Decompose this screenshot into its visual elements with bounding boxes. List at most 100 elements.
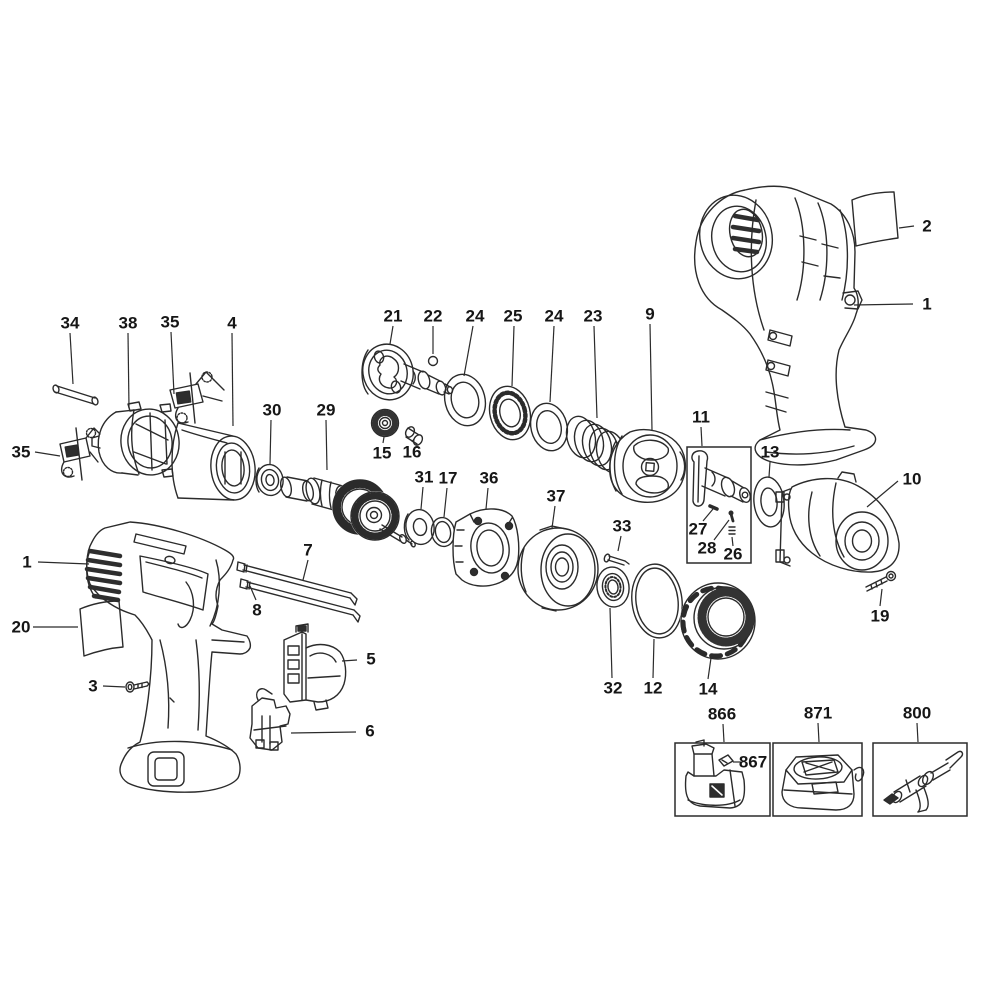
part-callout-37-21: 37 (547, 487, 566, 506)
part-callout-11-23: 11 (692, 408, 710, 427)
part-4-motor-can (171, 422, 256, 501)
part-callout-21-9: 21 (384, 307, 403, 326)
part-callout-5-35: 5 (366, 650, 375, 669)
part-callout-22-10: 22 (424, 307, 443, 326)
part-800-bit-holder (883, 750, 964, 813)
part-37-gear-case (517, 525, 599, 612)
leader-line-19-29 (879, 588, 883, 607)
part-callout-13-24: 13 (761, 443, 780, 462)
part-callout-31-18: 31 (415, 468, 434, 487)
leader-line-4-5 (231, 332, 234, 427)
part-callout-30-7: 30 (263, 401, 282, 420)
part-callout-9-15: 9 (645, 305, 654, 324)
leader-line-33-22 (617, 535, 622, 552)
leader-line-1-1 (853, 303, 914, 306)
part-7-rods (242, 564, 361, 623)
leader-line-30-7 (269, 419, 272, 465)
leader-line-31-18 (420, 486, 424, 510)
part-15-pinion-gear (370, 408, 400, 438)
leader-line-21-9 (389, 325, 394, 345)
leader-line-14-39 (707, 657, 712, 680)
part-32-bearing (596, 566, 630, 608)
leader-line-16-17 (411, 438, 415, 443)
part-callout-23-14: 23 (584, 307, 603, 326)
leader-line-24-13 (549, 325, 555, 403)
part-871-charger (781, 754, 865, 811)
part-callout-32-37: 32 (604, 679, 623, 698)
leader-line-5-35 (341, 659, 358, 662)
part-callout-28-27: 28 (698, 539, 717, 558)
kit-box-871 (772, 742, 863, 817)
part-12-o-ring (631, 563, 683, 639)
part-callout-36-20: 36 (480, 469, 499, 488)
detail-box-11 (686, 446, 752, 564)
leader-line-35-4 (170, 331, 175, 395)
part-1-rear-housing-drawing (693, 185, 877, 466)
part-callout-7-33: 7 (303, 541, 312, 560)
part-19-screw (865, 570, 897, 592)
leader-line-871-41 (817, 722, 820, 743)
leader-line-37-21 (551, 505, 556, 529)
part-callout-35-4: 35 (161, 313, 180, 332)
leader-line-25-12 (511, 325, 515, 387)
part-callout-14-39: 14 (699, 680, 718, 699)
part-callout-3-32: 3 (88, 677, 97, 696)
part-22-ball (427, 355, 439, 367)
leader-line-800-42 (916, 722, 919, 743)
leader-line-11-23 (700, 426, 703, 447)
part-callout-15-16: 15 (373, 444, 392, 463)
leader-line-9-15 (649, 323, 653, 431)
part-callout-25-12: 25 (504, 307, 523, 326)
part-16-pin (404, 426, 424, 446)
part-2-label-sticker (851, 191, 899, 247)
part-24-washer-rear (529, 402, 569, 452)
part-21-spindle (361, 343, 454, 401)
leader-line-26-28 (731, 536, 734, 547)
leader-line-13-24 (768, 461, 771, 478)
leader-line-6-36 (290, 731, 357, 734)
part-callout-871-41: 871 (804, 704, 832, 723)
leader-line-3-32 (102, 685, 126, 688)
part-867-clip (718, 754, 734, 767)
part-callout-24-13: 24 (545, 307, 564, 326)
part-14-ring-gear (680, 582, 756, 660)
leader-line-27-26 (702, 508, 714, 522)
part-callout-29-8: 29 (317, 401, 336, 420)
leader-line-2-0 (898, 225, 915, 229)
part-callout-27-26: 27 (689, 520, 708, 539)
frame-boxes (674, 446, 968, 817)
part-callout-867-43: 867 (739, 753, 767, 772)
leader-line-36-20 (485, 487, 489, 510)
part-callout-17-19: 17 (439, 469, 458, 488)
part-callout-16-17: 16 (403, 443, 422, 462)
part-callout-6-36: 6 (365, 722, 374, 741)
part-31-washer (403, 508, 435, 546)
part-callout-38-3: 38 (119, 314, 138, 333)
part-callout-800-42: 800 (903, 704, 931, 723)
leader-line-15-16 (382, 436, 385, 444)
part-10-nose-housing (775, 471, 900, 573)
part-callout-34-2: 34 (61, 314, 80, 333)
part-36-carrier (452, 508, 520, 587)
leader-line-23-14 (593, 325, 598, 419)
leader-line-24-11 (463, 325, 474, 377)
part-callout-866-40: 866 (708, 705, 736, 724)
part-866-battery (684, 739, 746, 809)
part-3-screw (125, 681, 150, 693)
leader-line-32-37 (609, 607, 613, 679)
kit-box-800 (872, 742, 968, 817)
part-1-front-housing-drawing (84, 521, 252, 793)
leader-line-12-38 (652, 638, 655, 679)
leader-line-1-30 (37, 561, 90, 565)
kit-box-866 (674, 742, 771, 817)
part-callout-26-28: 26 (724, 545, 743, 564)
part-11-anvil-assembly (691, 450, 751, 535)
leader-line-8-34 (249, 585, 257, 601)
leader-line-10-25 (866, 480, 899, 508)
leader-line-35-6 (34, 451, 61, 457)
part-8-screws (236, 561, 251, 590)
leader-line-28-27 (713, 519, 730, 541)
